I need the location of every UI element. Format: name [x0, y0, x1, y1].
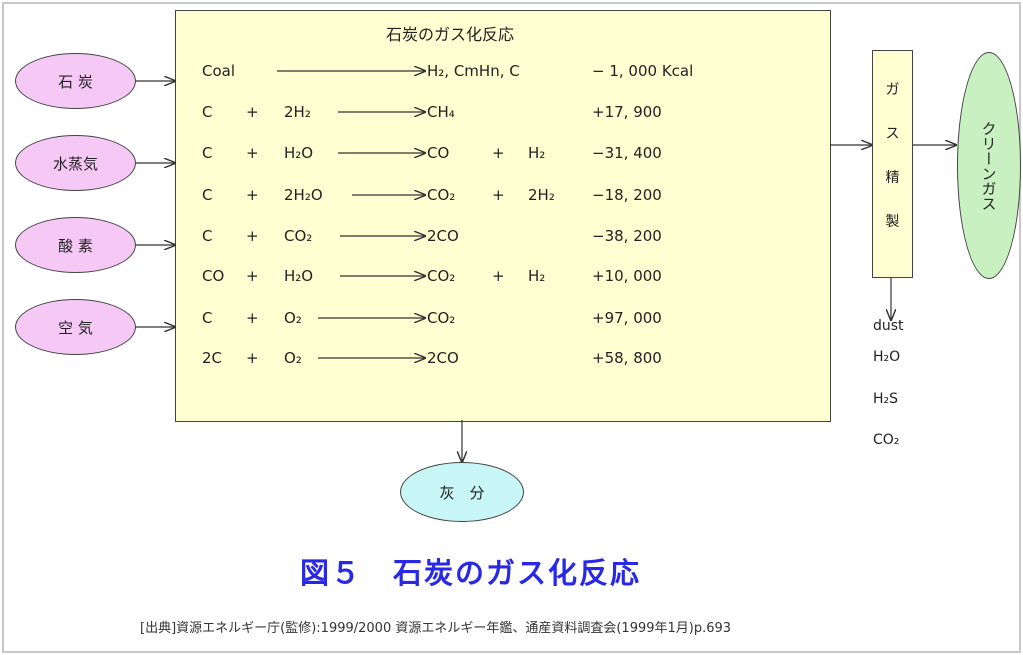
reaction-heat: +17, 900	[592, 103, 662, 121]
reaction-heat: +10, 000	[592, 267, 662, 285]
reaction-heat: − 1, 000 Kcal	[592, 62, 694, 80]
reaction-p2: H₂	[528, 144, 546, 162]
reaction-plus1: +	[246, 103, 259, 121]
byproduct-dust: dust	[873, 318, 904, 334]
reaction-r1: 2C	[202, 349, 223, 367]
reaction-r1: C	[202, 309, 213, 327]
ash-output: 灰 分	[400, 462, 524, 522]
reaction-r1: C	[202, 103, 213, 121]
reaction-r2: H₂O	[284, 267, 314, 285]
reaction-r2: O₂	[284, 349, 302, 367]
reaction-r2: CO₂	[284, 227, 313, 245]
reaction-p1: CO₂	[427, 309, 456, 327]
reaction-p1: CO₂	[427, 267, 456, 285]
input-label: 石 炭	[58, 72, 93, 91]
input-air: 空 気	[15, 299, 136, 355]
reaction-p1: CH₄	[427, 103, 455, 121]
reaction-p1: CO	[427, 144, 450, 162]
reaction-plus2: +	[492, 186, 505, 204]
source-citation: [出典]資源エネルギー庁(監修):1999/2000 資源エネルギー年鑑、通産資…	[140, 621, 732, 636]
reaction-r1: Coal	[202, 62, 236, 80]
input-label: 空 気	[58, 318, 93, 337]
clean-gas-label: クリーンガス	[979, 120, 998, 211]
reaction-p1: 2CO	[427, 349, 459, 367]
byproduct-h2s: H₂S	[873, 391, 899, 407]
reaction-plus1: +	[246, 227, 259, 245]
figure-title: 図５ 石炭のガス化反応	[300, 556, 642, 590]
reaction-plus1: +	[246, 349, 259, 367]
reaction-r1: C	[202, 186, 213, 204]
reaction-plus1: +	[246, 144, 259, 162]
reaction-r1: C	[202, 144, 213, 162]
reaction-heat: −38, 200	[592, 227, 662, 245]
reaction-plus1: +	[246, 186, 259, 204]
purification-char: ガ	[885, 82, 900, 98]
purification-char: 製	[885, 214, 900, 230]
reaction-plus1: +	[246, 267, 259, 285]
reaction-plus1: +	[246, 309, 259, 327]
reaction-r1: C	[202, 227, 213, 245]
reaction-r2: 2H₂	[284, 103, 311, 121]
reaction-heat: +97, 000	[592, 309, 662, 327]
input-oxygen: 酸 素	[15, 217, 136, 273]
reaction-r2: H₂O	[284, 144, 314, 162]
purification-char: ス	[885, 126, 900, 142]
byproduct-h2o: H₂O	[873, 349, 901, 365]
clean-gas-output: クリーンガス	[957, 52, 1021, 279]
box-title: 石炭のガス化反応	[386, 25, 515, 44]
gas-purification-box: ガ ス 精 製	[872, 50, 913, 278]
reaction-heat: −31, 400	[592, 144, 662, 162]
purification-char: 精	[885, 170, 900, 186]
byproduct-co2: CO₂	[873, 432, 900, 448]
reaction-heat: −18, 200	[592, 186, 662, 204]
reaction-p2: H₂	[528, 267, 546, 285]
reaction-plus2: +	[492, 144, 505, 162]
reaction-r2: 2H₂O	[284, 186, 323, 204]
input-label: 水蒸気	[52, 154, 98, 173]
reaction-plus2: +	[492, 267, 505, 285]
reaction-r2: O₂	[284, 309, 302, 327]
input-steam: 水蒸気	[15, 135, 136, 191]
reaction-r1: CO	[202, 267, 225, 285]
ash-label: 灰 分	[439, 483, 485, 502]
input-label: 酸 素	[58, 236, 93, 255]
reaction-p1: H₂, CmHn, C	[427, 62, 520, 80]
reaction-p1: CO₂	[427, 186, 456, 204]
reaction-heat: +58, 800	[592, 349, 662, 367]
input-coal: 石 炭	[15, 53, 136, 109]
reaction-p2: 2H₂	[528, 186, 555, 204]
gasification-reactor-box: 石炭のガス化反応	[175, 10, 831, 422]
reaction-p1: 2CO	[427, 227, 459, 245]
